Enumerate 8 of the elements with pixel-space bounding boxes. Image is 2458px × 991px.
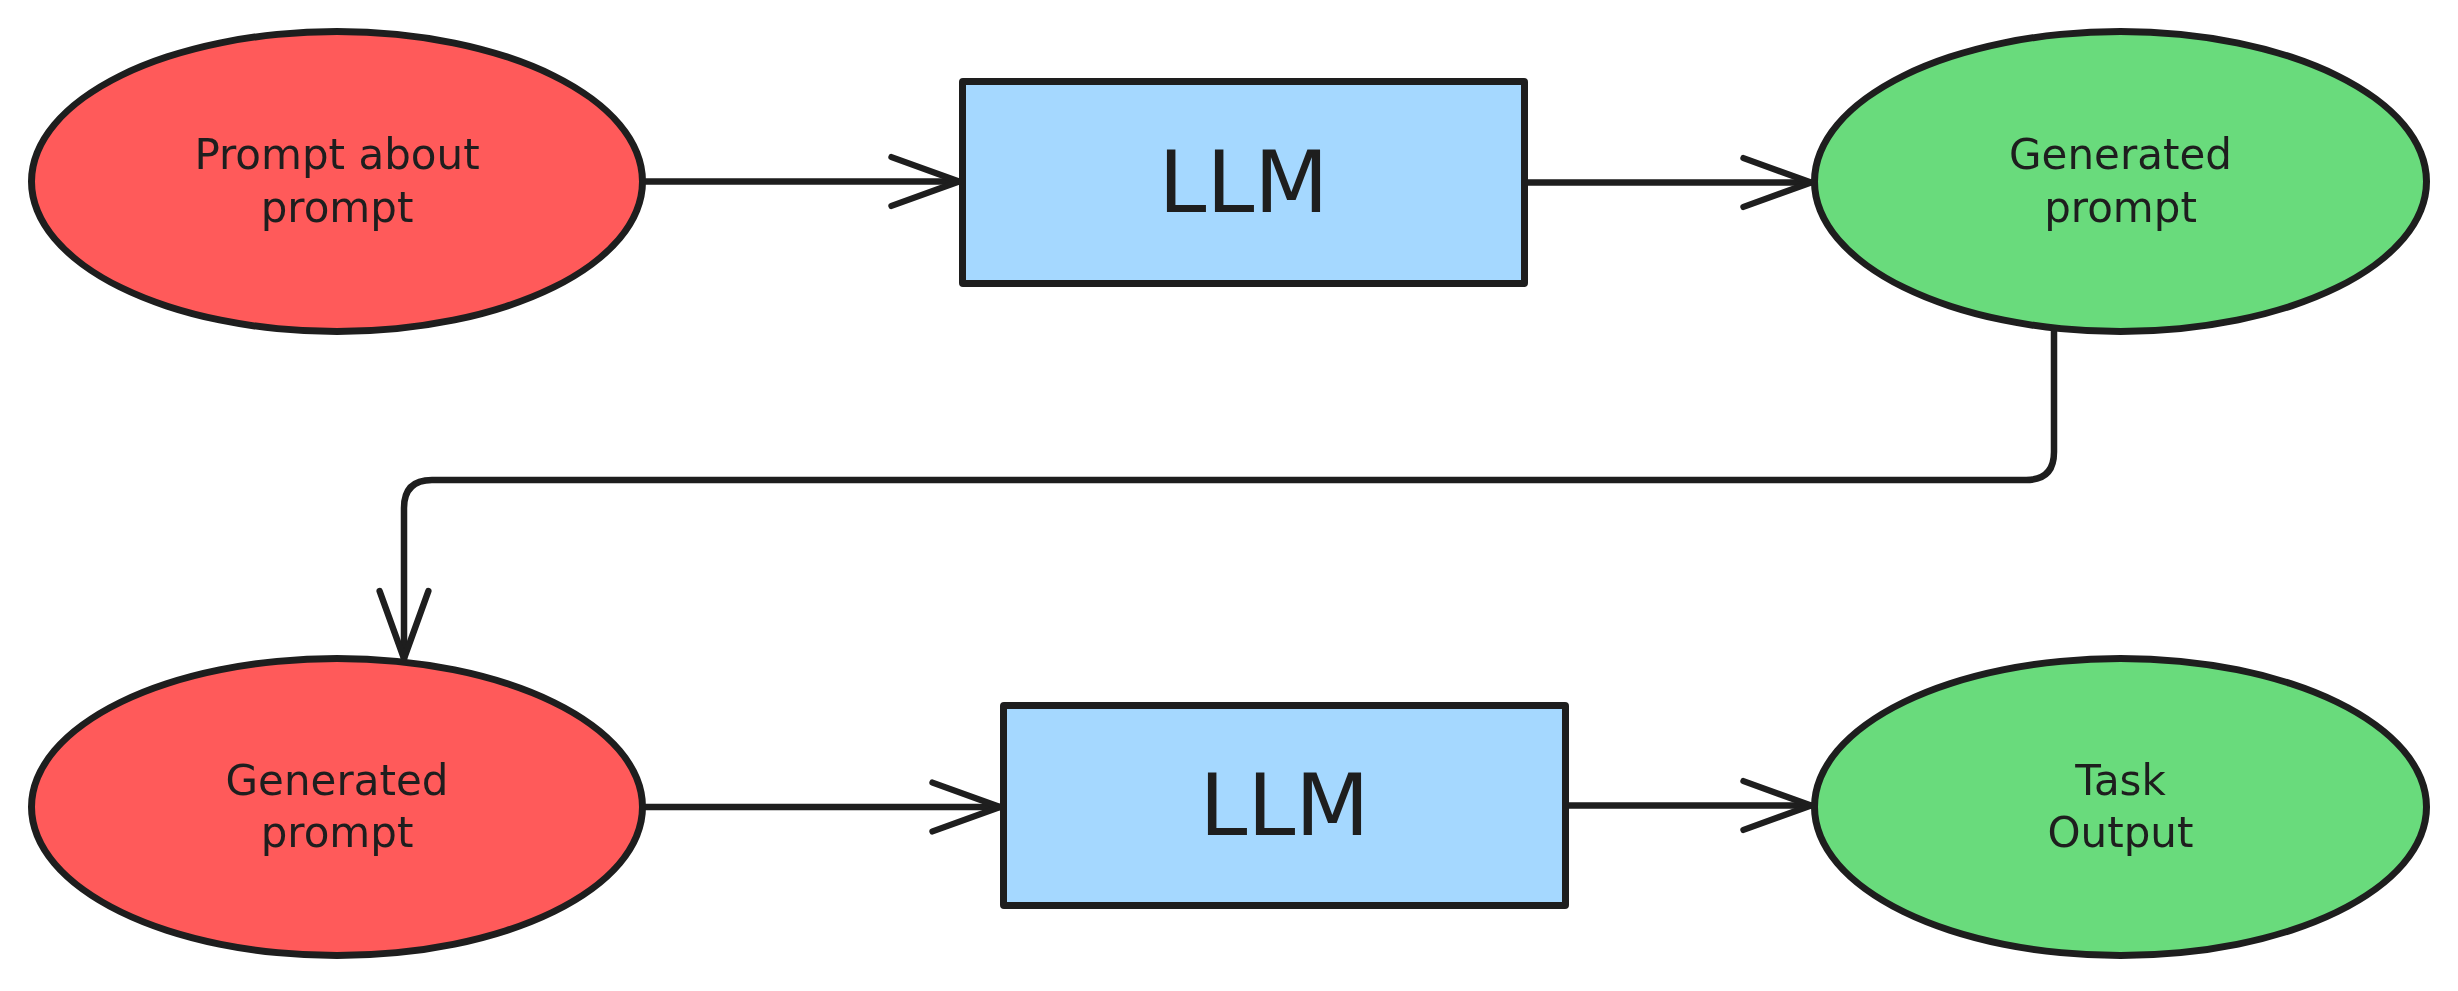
process-box	[1000, 702, 1569, 909]
node-label: LLM	[1158, 130, 1329, 234]
node-label: Task Output	[2046, 754, 2195, 859]
node-label: Generated prompt	[224, 754, 450, 859]
node-label: LLM	[1199, 753, 1370, 857]
node-label: Generated prompt	[2008, 129, 2233, 234]
node-label: Prompt about prompt	[193, 129, 481, 234]
process-box	[959, 78, 1528, 287]
